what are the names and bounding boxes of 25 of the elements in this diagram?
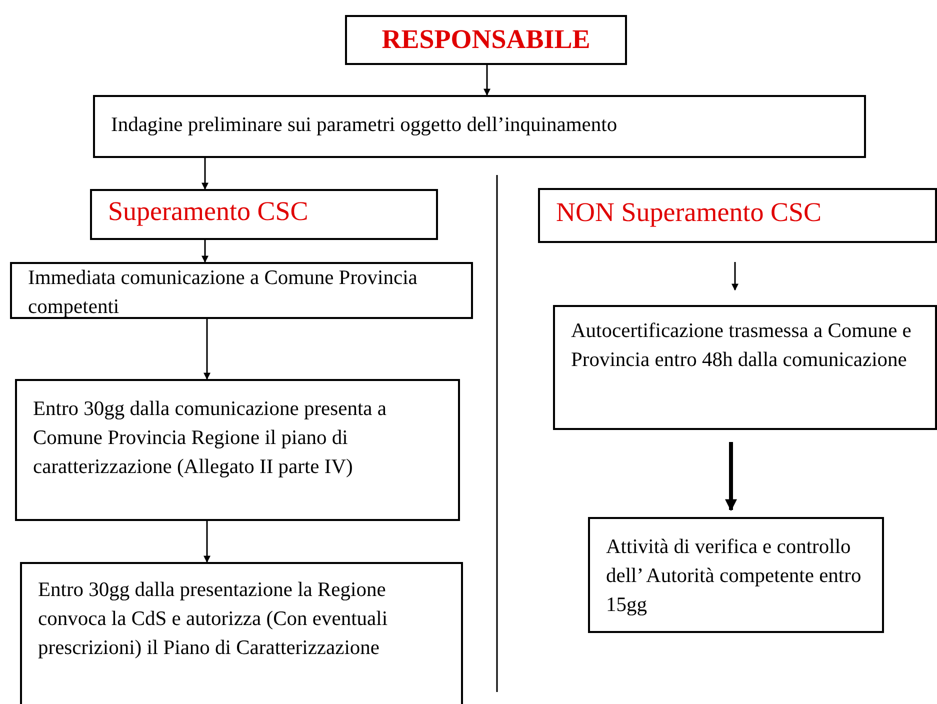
title-box <box>345 15 627 65</box>
box-text: NON Superamento CSC <box>556 197 822 227</box>
process-box <box>10 262 473 319</box>
arrow <box>202 240 208 263</box>
arrow <box>204 319 210 380</box>
box-text: Attività di verifica e controllo dell’ Autorità competente entro 15gg <box>606 536 862 616</box>
box-text: Entro 30gg dalla presentazione la Regione convoca la CdS e autorizza (Con eventuali prescrizioni) il Piano di Caratterizzazione <box>38 579 388 659</box>
arrow <box>484 65 490 96</box>
box-text: Autocertificazione trasmessa a Comune e Provincia entro 48h dalla comunicazione <box>571 320 912 371</box>
arrow <box>204 521 210 563</box>
box-text: Indagine preliminare sui parametri oggetto dell’inquinamento <box>111 114 618 136</box>
box-text: Immediata comunicazione a Comune Provincia competenti <box>28 267 418 318</box>
process-box <box>588 517 884 633</box>
arrow <box>202 158 208 190</box>
process-box <box>15 379 460 521</box>
box-text: Superamento CSC <box>108 196 308 226</box>
process-box <box>553 305 937 430</box>
process-box <box>20 562 463 704</box>
branch-box <box>538 188 937 243</box>
process-box <box>93 95 866 158</box>
branch-box <box>90 189 438 240</box>
box-text: Entro 30gg dalla comunicazione presenta a Comune Provincia Regione il piano di caratterizzazione (Allegato II parte IV) <box>33 398 386 478</box>
arrow <box>725 442 737 512</box>
box-text: RESPONSABILE <box>382 24 590 54</box>
arrow <box>732 262 738 291</box>
